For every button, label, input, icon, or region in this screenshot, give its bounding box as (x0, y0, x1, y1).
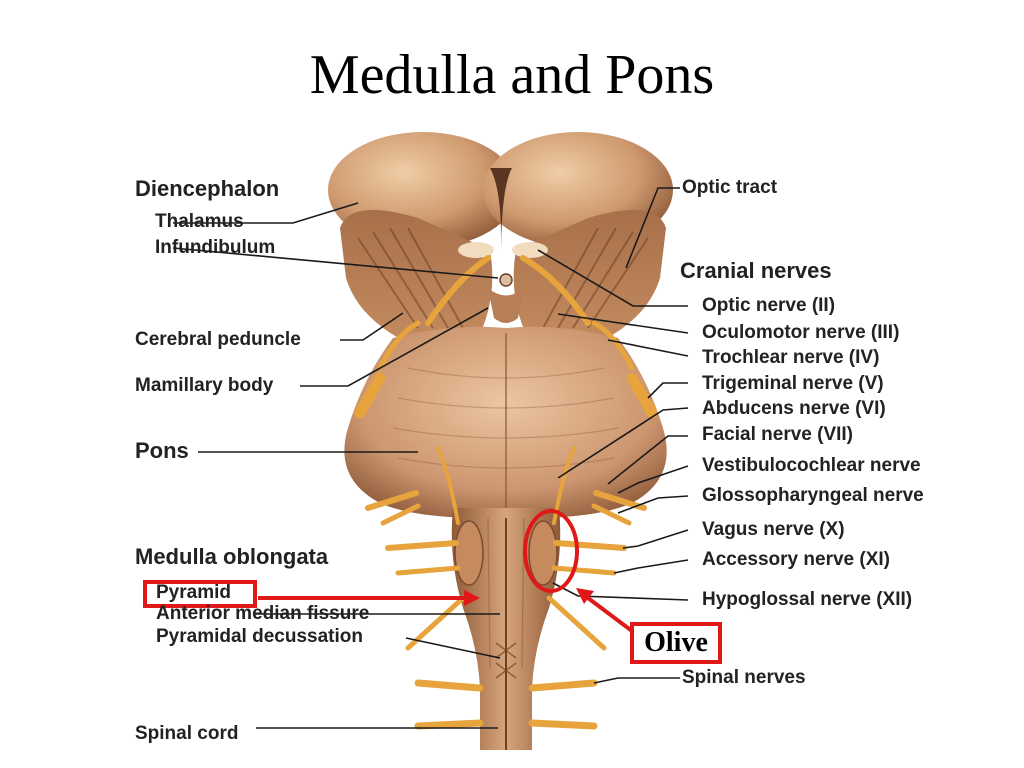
pyramid-highlight-box (143, 580, 257, 608)
pons-shape (344, 326, 667, 519)
label-pyramidal-decussation: Pyramidal decussation (156, 626, 363, 647)
label-diencephalon: Diencephalon (135, 176, 280, 201)
label-pons: Pons (135, 438, 189, 463)
cerebral-peduncles (340, 210, 666, 343)
slide-title: Medulla and Pons (309, 44, 715, 106)
label-cranial-nerves: Cranial nerves (680, 258, 832, 283)
label-vestibulocochlear-nerve: Vestibulocochlear nerve (702, 455, 921, 476)
label-spinal-cord: Spinal cord (135, 723, 239, 744)
leader-lines (172, 187, 689, 729)
label-trochlear-nerve: Trochlear nerve (IV) (702, 347, 880, 368)
cranial-nerve-roots (354, 255, 658, 730)
label-hypoglossal-nerve: Hypoglossal nerve (XII) (702, 589, 913, 610)
label-mamillary-body: Mamillary body (135, 375, 274, 396)
brainstem-figure (118, 128, 968, 750)
label-pyramid: Pyramid (156, 582, 231, 603)
label-glossopharyngeal-nerve: Glossopharyngeal nerve (702, 485, 924, 506)
label-vagus-nerve: Vagus nerve (X) (702, 519, 845, 540)
label-medulla-oblongata: Medulla oblongata (135, 544, 329, 569)
label-abducens-nerve: Abducens nerve (VI) (702, 398, 886, 419)
label-thalamus: Thalamus (155, 211, 244, 232)
label-infundibulum: Infundibulum (155, 237, 276, 258)
brainstem-illustration (172, 132, 689, 750)
olive-callout: Olive (630, 622, 722, 664)
label-trigeminal-nerve: Trigeminal nerve (V) (702, 373, 884, 394)
label-optic-nerve: Optic nerve (II) (702, 295, 836, 316)
label-spinal-nerves: Spinal nerves (682, 667, 806, 688)
label-cerebral-peduncle: Cerebral peduncle (135, 329, 301, 350)
highlight-annotations (258, 509, 638, 636)
label-anterior-median-fissure: Anterior median fissure (156, 603, 370, 624)
label-accessory-nerve: Accessory nerve (XI) (702, 549, 890, 570)
medulla-and-spinal-cord (451, 508, 561, 750)
label-facial-nerve: Facial nerve (VII) (702, 424, 854, 445)
label-optic-tract: Optic tract (682, 177, 778, 198)
label-oculomotor-nerve: Oculomotor nerve (III) (702, 322, 900, 343)
